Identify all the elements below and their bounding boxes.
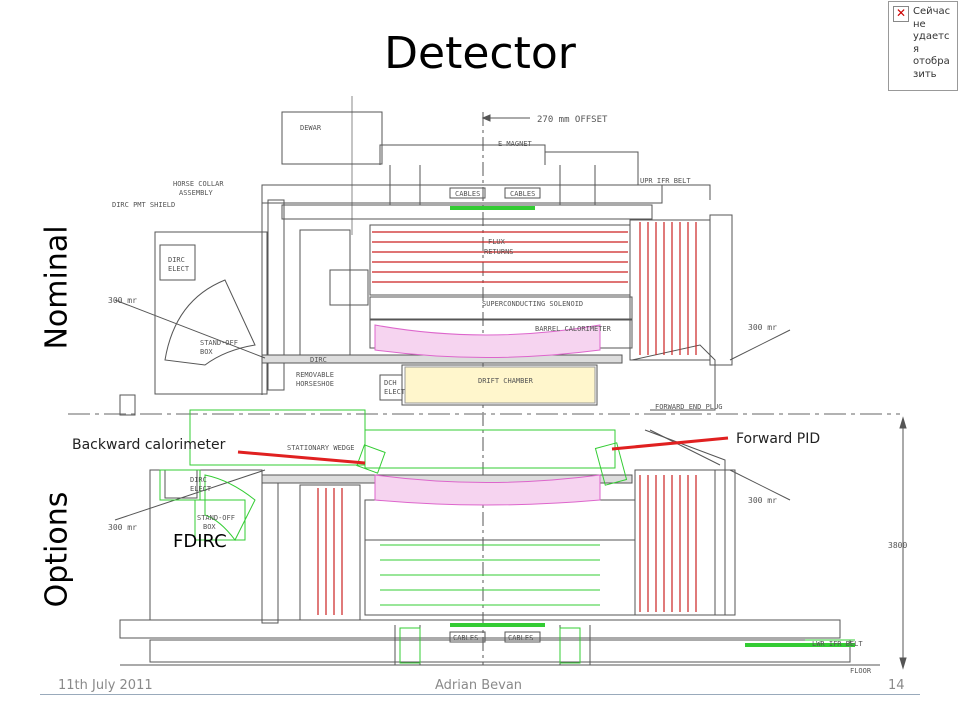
dim-3800-label: 3800 [888,541,907,550]
dirc-small-label: DIRC [310,356,327,364]
mr-label-1: 300 mr [108,296,137,305]
footer-date: 11th July 2011 [58,678,153,693]
horseshoe-label: HORSESHOE [296,380,334,388]
returns-label: RETURNS [484,248,514,256]
dch-elect-label: ELECT [384,388,406,396]
backward-calorimeter-pointer [237,450,366,465]
stand-off-opt-label: STAND-OFF [197,514,235,522]
e-magnet-label: E MAGNET [498,140,533,148]
dch-label: DCH [384,379,397,387]
cables-label-4: CABLES [508,634,533,642]
flux-label: FLUX [488,238,506,246]
box-label: BOX [200,348,213,356]
cables-label-1: CABLES [455,190,480,198]
lwr-ifr-belt-label: LWR IFR BELT [812,640,863,648]
dewar [281,111,383,165]
elect-opt-label: ELECT [190,485,212,493]
broken-image-icon: ✕ [893,6,909,22]
stand-off-label: STAND-OFF [200,339,238,347]
footer-divider [40,694,920,695]
dirc-elect-label: DIRC [168,256,185,264]
backward-calorimeter-annotation: Backward calorimeter [72,437,226,453]
dirc-elect-opt-label: DIRC [190,476,207,484]
mr-label-2: 300 mr [748,323,777,332]
dewar-label: DEWAR [300,124,322,132]
removable-label: REMOVABLE [296,371,334,379]
cables-label-3: CABLES [453,634,478,642]
offset-label: 270 mm OFFSET [537,115,608,125]
forward-pid-pointer [611,436,729,451]
floor-label: FLOOR [850,667,872,675]
forward-pid-annotation: Forward PID [736,431,821,447]
horse-collar-label: HORSE COLLAR [173,180,224,188]
superconducting-solenoid-label: SUPERCONDUCTING SOLENOID [482,300,583,308]
cables-label-2: CABLES [510,190,535,198]
footer-author: Adrian Bevan [435,678,523,693]
forward-end-plug-label: FORWARD END PLUG [655,403,722,411]
fdirc-annotation: FDIRC [173,531,227,552]
upr-ifr-belt-label: UPR IFR BELT [640,177,691,185]
mr-label-4: 300 mr [748,496,777,505]
box-opt-label: BOX [203,523,216,531]
missing-image-placeholder: ✕ Сейчас не удаетс я отобра зить [888,1,958,91]
dirc-pmt-shield-label: DIRC PMT SHIELD [112,201,175,209]
drift-chamber-label: DRIFT CHAMBER [478,377,534,385]
elect-label: ELECT [168,265,190,273]
slide-title: Detector [384,28,576,79]
barrel-calorimeter-label: BARREL CALORIMETER [535,325,612,333]
footer-page-number: 14 [888,678,905,693]
missing-image-text: Сейчас не удаетс я отобра зить [913,6,951,80]
mr-label-3: 300 mr [108,523,137,532]
assembly-label: ASSEMBLY [179,189,214,197]
stationary-wedge-label: STATIONARY WEDGE [287,444,354,452]
